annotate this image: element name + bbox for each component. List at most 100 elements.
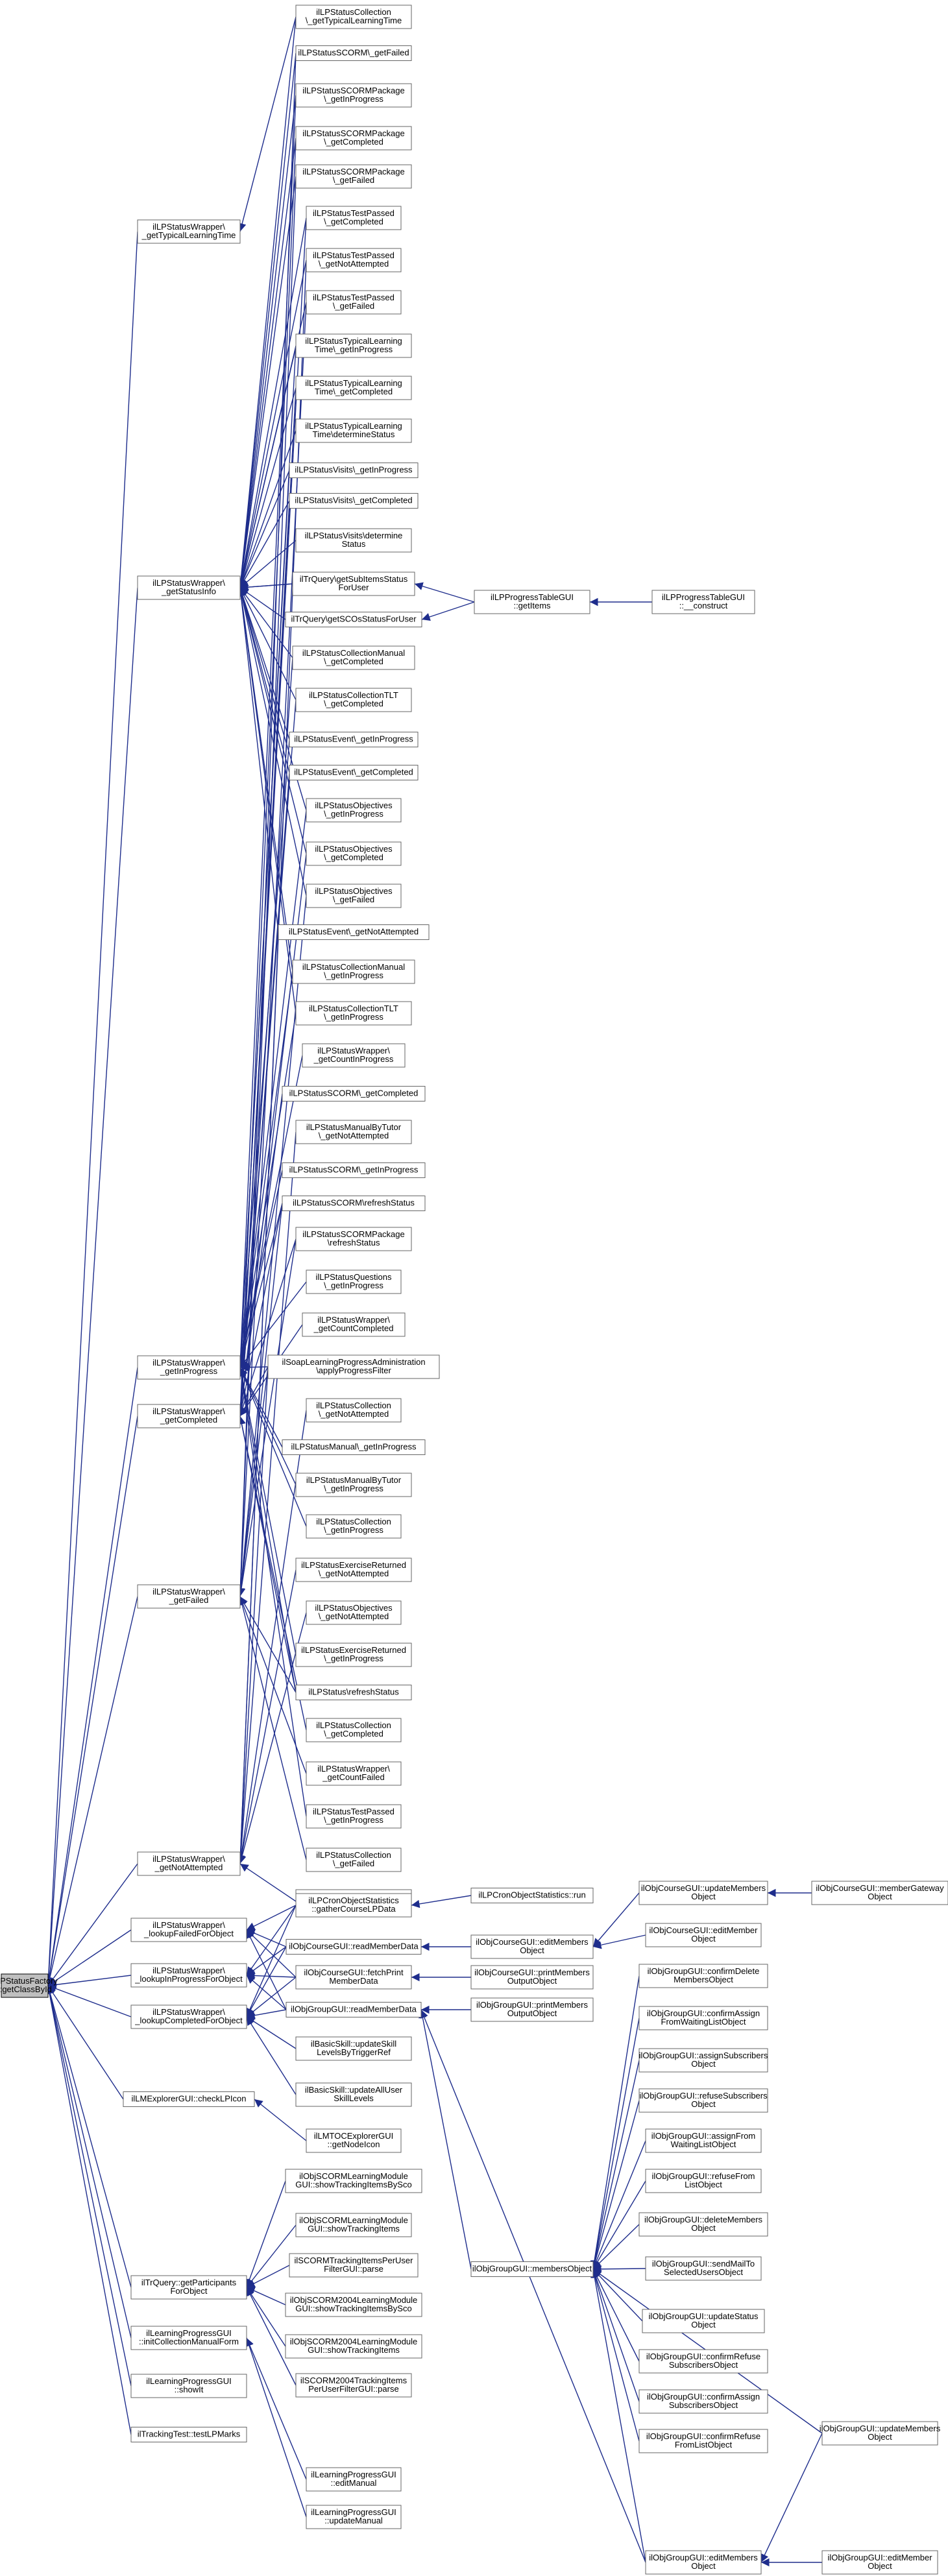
graph-node[interactable]: ilSoapLearningProgressAdministration\app… — [267, 1354, 440, 1379]
graph-node[interactable]: ilObjGroupGUI::membersObject — [470, 2261, 594, 2277]
graph-node[interactable]: ilLPProgressTableGUI::getItems — [474, 590, 590, 614]
graph-node[interactable]: ilLPCronObjectStatistics::run — [470, 1888, 594, 1903]
graph-node[interactable]: ilLPStatusWrapper\_lookupCompletedForObj… — [130, 2004, 247, 2029]
graph-node[interactable]: ilLearningProgressGUI::showIt — [130, 2374, 247, 2398]
graph-node[interactable]: ilLPStatusCollectionManual\_getCompleted — [292, 645, 415, 670]
graph-node[interactable]: ilLMTOCExplorerGUI::getNodeIcon — [306, 2128, 402, 2153]
graph-node[interactable]: ilLPStatusWrapper\_getTypicalLearningTim… — [137, 219, 241, 244]
graph-node[interactable]: ilLPStatusSCORMPackage\_getInProgress — [295, 83, 412, 108]
graph-node[interactable]: ilObjGroupGUI::confirmAssignSubscribersO… — [638, 2389, 768, 2414]
graph-node[interactable]: ilLPStatus\refreshStatus — [295, 1685, 412, 1700]
graph-node[interactable]: ilObjSCORMLearningModuleGUI::showTrackin… — [295, 2213, 412, 2237]
graph-node[interactable]: ilLPStatusEvent\_getNotAttempted — [278, 924, 430, 940]
graph-node[interactable]: ilLPStatusTestPassed\_getInProgress — [306, 1804, 402, 1829]
graph-node[interactable]: ilLPStatusTestPassed\_getNotAttempted — [306, 248, 402, 272]
graph-node[interactable]: ilLPStatusSCORMPackage\refreshStatus — [295, 1227, 412, 1251]
graph-node[interactable]: ilLPStatusSCORMPackage\_getFailed — [295, 164, 412, 189]
graph-node[interactable]: ilLPStatusObjectives\_getCompleted — [306, 841, 402, 866]
graph-node[interactable]: ilLPStatusManualByTutor\_getInProgress — [295, 1473, 412, 1497]
graph-node[interactable]: ilLPStatusWrapper\_getFailed — [137, 1584, 241, 1609]
graph-node[interactable]: ilLPStatusExerciseReturned\_getInProgres… — [295, 1643, 412, 1667]
graph-node[interactable]: ilObjGroupGUI::confirmRefuseSubscribersO… — [638, 2349, 768, 2374]
graph-node[interactable]: ilLPStatusCollection\_getNotAttempted — [306, 1398, 402, 1423]
graph-node[interactable]: ilLPStatusTestPassed\_getFailed — [306, 290, 402, 315]
graph-node[interactable]: ilLPStatusCollection\_getTypicalLearning… — [295, 5, 412, 29]
graph-node[interactable]: ilLPStatusManualByTutor\_getNotAttempted — [295, 1120, 412, 1144]
graph-node[interactable]: ilLPStatusEvent\_getCompleted — [289, 765, 419, 780]
graph-node[interactable]: ilTrQuery\getSCOsStatusForUser — [285, 612, 422, 627]
graph-node[interactable]: ilObjSCORM2004LearningModuleGUI::showTra… — [285, 2293, 422, 2317]
graph-node[interactable]: ilSCORM2004TrackingItemsPerUserFilterGUI… — [295, 2373, 412, 2398]
graph-node[interactable]: ilLPStatusEvent\_getInProgress — [289, 732, 419, 747]
graph-node[interactable]: ilLPStatusSCORM\refreshStatus — [282, 1196, 426, 1211]
graph-node[interactable]: ilLPStatusWrapper\_getCompleted — [137, 1404, 241, 1428]
graph-node[interactable]: ilLPCronObjectStatistics::gatherCourseLP… — [295, 1893, 412, 1918]
graph-node[interactable]: ilLPStatusVisits\_getCompleted — [289, 493, 419, 509]
graph-node[interactable]: ilLPStatusObjectives\_getNotAttempted — [306, 1600, 402, 1625]
graph-node[interactable]: ilLPStatusTypicalLearningTime\determineS… — [295, 418, 412, 443]
graph-node[interactable]: ilLPStatusSCORMPackage\_getCompleted — [295, 126, 412, 150]
graph-node[interactable]: ilLPStatusSCORM\_getCompleted — [282, 1086, 426, 1101]
graph-node[interactable]: ilLearningProgressGUI::updateManual — [306, 2505, 402, 2529]
graph-node[interactable]: ilObjGroupGUI::confirmAssignFromWaitingL… — [638, 2006, 768, 2030]
graph-node[interactable]: ilLPStatusTestPassed\_getCompleted — [306, 206, 402, 230]
graph-node[interactable]: ilTrackingTest::testLPMarks — [130, 2427, 247, 2442]
root-node[interactable]: ilLPStatusFactory::getClassById — [0, 1973, 58, 1998]
graph-node[interactable]: ilObjCourseGUI::readMemberData — [286, 1939, 422, 1955]
graph-node[interactable]: ilObjSCORM2004LearningModuleGUI::showTra… — [285, 2334, 422, 2359]
graph-node[interactable]: ilLPStatusCollectionTLT\_getInProgress — [295, 1001, 412, 1026]
graph-node[interactable]: ilLPStatusQuestions\_getInProgress — [306, 1270, 402, 1294]
graph-node[interactable]: ilLearningProgressGUI::editManual — [306, 2467, 402, 2492]
graph-node[interactable]: ilLPStatusWrapper\_getCountInProgress — [302, 1043, 406, 1068]
graph-node[interactable]: ilLPStatusSCORM\_getFailed — [295, 45, 412, 61]
graph-node[interactable]: ilLPStatusWrapper\_getCountFailed — [306, 1761, 402, 1786]
graph-node[interactable]: ilLPStatusExerciseReturned\_getNotAttemp… — [295, 1558, 412, 1582]
graph-node[interactable]: ilLPStatusWrapper\_getNotAttempted — [137, 1851, 241, 1876]
graph-node[interactable]: ilObjGroupGUI::confirmDeleteMembersObjec… — [638, 1964, 768, 1988]
graph-node[interactable]: ilLPStatusCollectionManual\_getInProgres… — [292, 959, 415, 984]
graph-node[interactable]: ilObjSCORMLearningModuleGUI::showTrackin… — [285, 2169, 422, 2193]
graph-node[interactable]: ilLMExplorerGUI::checkLPIcon — [123, 2091, 255, 2107]
graph-node[interactable]: ilLPStatusSCORM\_getInProgress — [282, 1162, 426, 1178]
graph-node[interactable]: ilLPStatusObjectives\_getFailed — [306, 884, 402, 908]
graph-node[interactable]: ilObjGroupGUI::readMemberData — [286, 2002, 422, 2017]
graph-node[interactable]: ilLPStatusCollection\_getCompleted — [306, 1718, 402, 1742]
graph-node[interactable]: ilLPProgressTableGUI::__construct — [651, 590, 755, 614]
graph-node[interactable]: ilLPStatusTypicalLearningTime\_getInProg… — [295, 333, 412, 358]
graph-node[interactable]: ilLPStatusManual\_getInProgress — [282, 1439, 426, 1455]
graph-node[interactable]: ilLPStatusWrapper\_lookupFailedForObject — [130, 1918, 247, 1942]
graph-node[interactable]: ilLPStatusWrapper\_getStatusInfo — [137, 575, 241, 600]
graph-node[interactable]: ilLPStatusCollection\_getInProgress — [306, 1514, 402, 1539]
graph-node[interactable]: ilLPStatusCollection\_getFailed — [306, 1848, 402, 1872]
graph-node[interactable]: ilLPStatusObjectives\_getInProgress — [306, 798, 402, 823]
graph-node[interactable]: ilObjGroupGUI::sendMailToSelectedUsersOb… — [645, 2256, 762, 2281]
graph-node[interactable]: ilLPStatusWrapper\_getCountCompleted — [302, 1312, 406, 1337]
graph-node[interactable]: ilLearningProgressGUI::initCollectionMan… — [130, 2326, 247, 2350]
graph-node[interactable]: ilSCORMTrackingItemsPerUserFilterGUI::pa… — [289, 2253, 419, 2278]
graph-node[interactable]: ilLPStatusWrapper\_getInProgress — [137, 1355, 241, 1380]
graph-node[interactable]: ilLPStatusTypicalLearningTime\_getComple… — [295, 376, 412, 400]
graph-node[interactable]: ilBasicSkill::updateSkillLevelsByTrigger… — [295, 2036, 412, 2061]
graph-node[interactable]: ilLPStatusCollectionTLT\_getCompleted — [295, 688, 412, 712]
graph-node[interactable]: ilLPStatusWrapper\_lookupInProgressForOb… — [130, 1963, 247, 1988]
graph-node[interactable]: ilLPStatusVisits\determineStatus — [295, 528, 412, 553]
graph-node[interactable]: ilLPStatusVisits\_getInProgress — [289, 463, 419, 478]
graph-node[interactable]: ilObjGroupGUI::assignFromWaitingListObje… — [645, 2128, 762, 2153]
